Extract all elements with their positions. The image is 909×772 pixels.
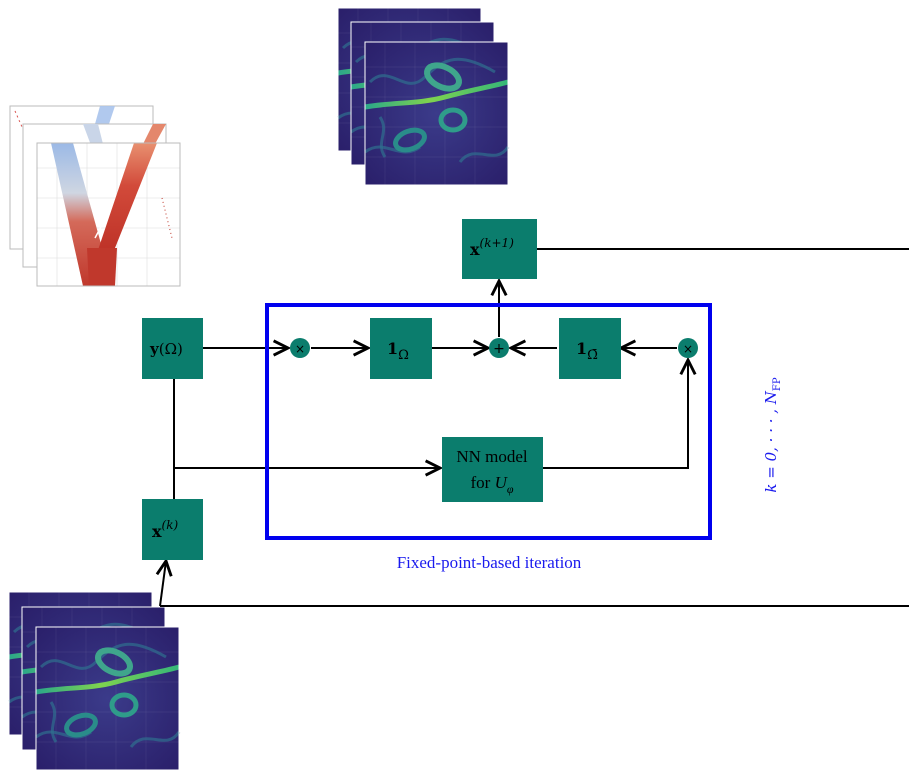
multiply-right-op: × — [678, 338, 698, 358]
wires — [160, 248, 909, 607]
svg-text:y(Ω): y(Ω) — [149, 340, 183, 358]
wire-feedback-up — [160, 561, 166, 607]
svg-text:k = 0, · · · , NFP: k = 0, · · · , NFP — [762, 377, 783, 492]
indicator-complement-sub: Ω̄ — [587, 348, 598, 363]
loop-range-label: k = 0, · · · , NFP — [762, 377, 783, 492]
nn-model-u: U — [495, 473, 509, 492]
loop-label-prefix: k = 0, · · · , — [762, 404, 780, 492]
multiply-right-symbol: × — [683, 342, 693, 356]
y-omega-arg: (Ω) — [159, 340, 183, 358]
frame-caption: Fixed-point-based iteration — [397, 553, 582, 572]
x-k-base: x — [152, 522, 162, 541]
nn-model-prefix: for — [471, 473, 495, 492]
multiply-left-op: × — [290, 338, 310, 358]
indicator-complement-base: 1 — [576, 339, 587, 358]
y-omega-base: y — [149, 340, 160, 358]
indicator-omega-sub: Ω — [398, 348, 409, 363]
svg-text:x(k): x(k) — [152, 518, 179, 541]
x-k-sup: (k) — [162, 518, 179, 532]
indicator-omega-node: 1Ω — [370, 318, 432, 379]
loop-label-n: N — [762, 390, 780, 405]
nn-model-line1: NN model — [456, 447, 528, 466]
vorticity-field-stack — [338, 8, 508, 185]
svg-text:for Uφ: for Uφ — [471, 473, 514, 496]
fixed-point-frame — [265, 303, 712, 540]
x-k-node: x(k) — [142, 499, 203, 560]
svg-text:1Ω̄: 1Ω̄ — [576, 339, 598, 363]
svg-text:x(k+1): x(k+1) — [470, 236, 514, 259]
x-next-sup: (k+1) — [480, 236, 515, 250]
x-next-base: x — [470, 240, 480, 259]
x-next-node: x(k+1) — [462, 219, 537, 279]
nn-model-sub: φ — [507, 482, 514, 496]
plus-op: + — [489, 338, 509, 358]
plus-symbol: + — [493, 341, 505, 357]
nn-model-node: NN model for Uφ — [442, 437, 543, 502]
indicator-omega-base: 1 — [387, 339, 398, 358]
multiply-left-symbol: × — [295, 342, 305, 356]
svg-text:1Ω: 1Ω — [387, 339, 409, 363]
y-omega-node: y(Ω) — [142, 318, 203, 379]
initial-guess-stack — [9, 592, 179, 770]
loop-label-sub: FP — [772, 377, 783, 391]
wire-nn-to-mult — [543, 360, 688, 469]
sensor-observation-stack — [9, 105, 181, 287]
indicator-complement-node: 1Ω̄ — [559, 318, 621, 379]
